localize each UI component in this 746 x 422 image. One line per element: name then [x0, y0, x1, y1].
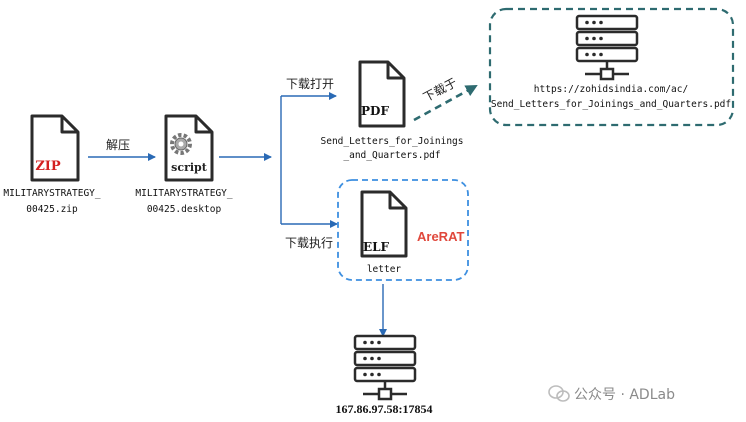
download-execute-label: 下载执行 [285, 236, 333, 250]
desktop-script-file-caption: MILITARYSTRATEGY_ [135, 188, 233, 199]
desktop-script-file-icon [164, 114, 214, 182]
malware-name-label: AreRAT [417, 229, 464, 244]
elf-payload-box [337, 179, 469, 281]
desktop-script-file-tag: script [171, 161, 208, 174]
pdf-file-tag: PDF [361, 104, 389, 118]
zip-file-caption: MILITARYSTRATEGY_ [3, 188, 101, 199]
elf-file-caption: letter [367, 264, 402, 275]
download-server-url: https://zohidsindia.com/ac/ [534, 84, 688, 95]
desktop-script-file-caption: 00425.desktop [147, 204, 222, 215]
elf-file-icon [360, 190, 408, 258]
download-open-label: 下载打开 [286, 77, 334, 91]
pdf-file-caption: Send_Letters_for_Joinings [321, 136, 464, 147]
elf-file-tag: ELF [363, 240, 390, 254]
downloaded-from-label: 下载于 [421, 75, 459, 104]
c2-server-address: 167.86.97.58:17854 [336, 402, 433, 416]
zip-file-icon [30, 114, 80, 182]
gear-icon [170, 133, 192, 155]
wechat-icon [548, 385, 570, 402]
download-server-box [488, 7, 735, 127]
c2-server-icon [353, 334, 417, 401]
zip-file-caption: 00425.zip [26, 204, 78, 215]
pdf-file-caption: _and_Quarters.pdf [343, 150, 440, 161]
watermark-text: 公众号 · ADLab [574, 387, 675, 403]
unzip-label: 解压 [106, 138, 130, 152]
download-server-url: Send_Letters_for_Joinings_and_Quarters.p… [491, 99, 731, 110]
zip-file-tag: ZIP [35, 159, 61, 174]
pdf-file-icon [358, 60, 406, 128]
server-icon [575, 14, 639, 81]
